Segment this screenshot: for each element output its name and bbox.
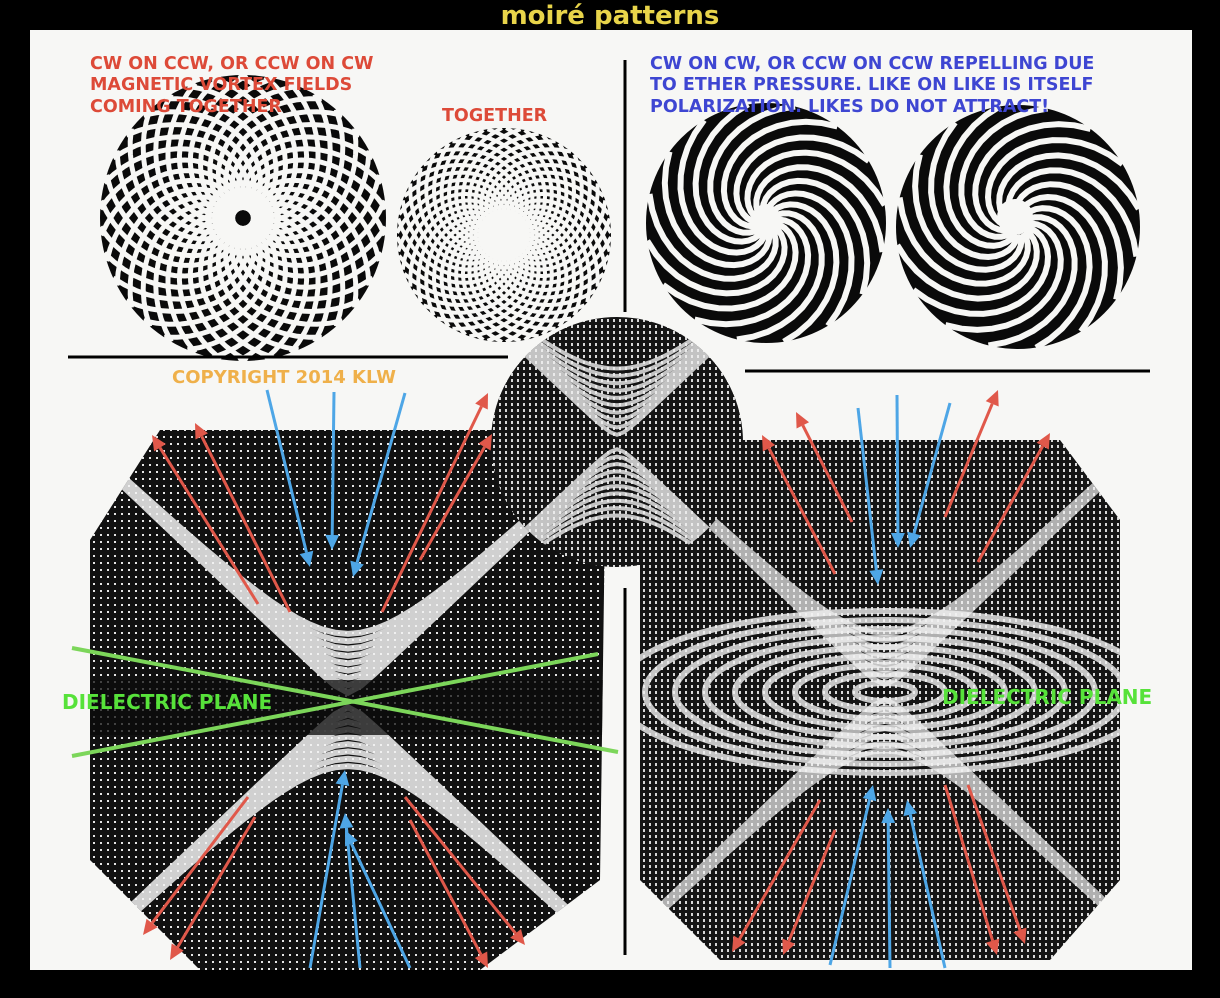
blue-arrow bbox=[828, 785, 877, 966]
swirl-disk-cw-ccw bbox=[98, 72, 388, 364]
blue-arrow bbox=[856, 407, 884, 585]
label-dielectric-plane-right: DIELECTRIC PLANE bbox=[942, 685, 1153, 709]
swirl-disk-repel-1 bbox=[644, 101, 888, 345]
red-arrow bbox=[403, 796, 525, 945]
blue-arrow bbox=[339, 813, 362, 969]
red-arrow bbox=[762, 435, 837, 575]
red-arrow bbox=[195, 423, 292, 613]
blue-arrow bbox=[308, 770, 350, 969]
red-arrow bbox=[152, 435, 260, 605]
diagram-panel: CW ON CCW, OR CCW ON CW MAGNETIC VORTEX … bbox=[30, 30, 1192, 970]
red-arrow bbox=[408, 819, 488, 968]
blue-arrow bbox=[903, 800, 947, 969]
swirl-disk-repel-2 bbox=[894, 103, 1142, 351]
red-arrow bbox=[143, 796, 250, 935]
red-arrow bbox=[732, 799, 822, 952]
label-cw-on-cw: CW ON CW, OR CCW ON CCW REPELLING DUE TO… bbox=[650, 54, 1095, 117]
swirl-disk-together bbox=[395, 126, 613, 344]
red-arrow bbox=[943, 390, 999, 518]
red-arrow bbox=[966, 784, 1027, 944]
blue-arrow bbox=[350, 392, 407, 577]
blue-arrow bbox=[881, 808, 896, 969]
label-together: TOGETHER bbox=[442, 106, 548, 126]
blue-arrow bbox=[265, 389, 314, 567]
dielectric-lines bbox=[71, 646, 619, 758]
red-arrow bbox=[976, 433, 1050, 563]
red-arrow bbox=[782, 829, 837, 955]
red-arrow bbox=[170, 816, 257, 960]
blue-arrow bbox=[890, 394, 905, 548]
red-arrow bbox=[380, 393, 488, 613]
blue-arrow bbox=[325, 391, 340, 550]
moire-octagon-repel bbox=[640, 440, 1120, 960]
page-title: moiré patterns bbox=[500, 1, 720, 31]
label-cw-on-ccw: CW ON CCW, OR CCW ON CW MAGNETIC VORTEX … bbox=[90, 54, 374, 117]
label-dielectric-plane-left: DIELECTRIC PLANE bbox=[62, 690, 273, 714]
label-copyright: COPYRIGHT 2014 KLW bbox=[172, 367, 396, 388]
blue-arrow bbox=[345, 830, 412, 969]
red-arrow bbox=[796, 412, 854, 523]
field-arrows bbox=[143, 389, 1050, 969]
red-arrow bbox=[418, 434, 492, 561]
blue-arrow bbox=[907, 402, 952, 548]
red-arrow bbox=[943, 784, 1000, 955]
moire-diagram bbox=[68, 60, 1150, 970]
